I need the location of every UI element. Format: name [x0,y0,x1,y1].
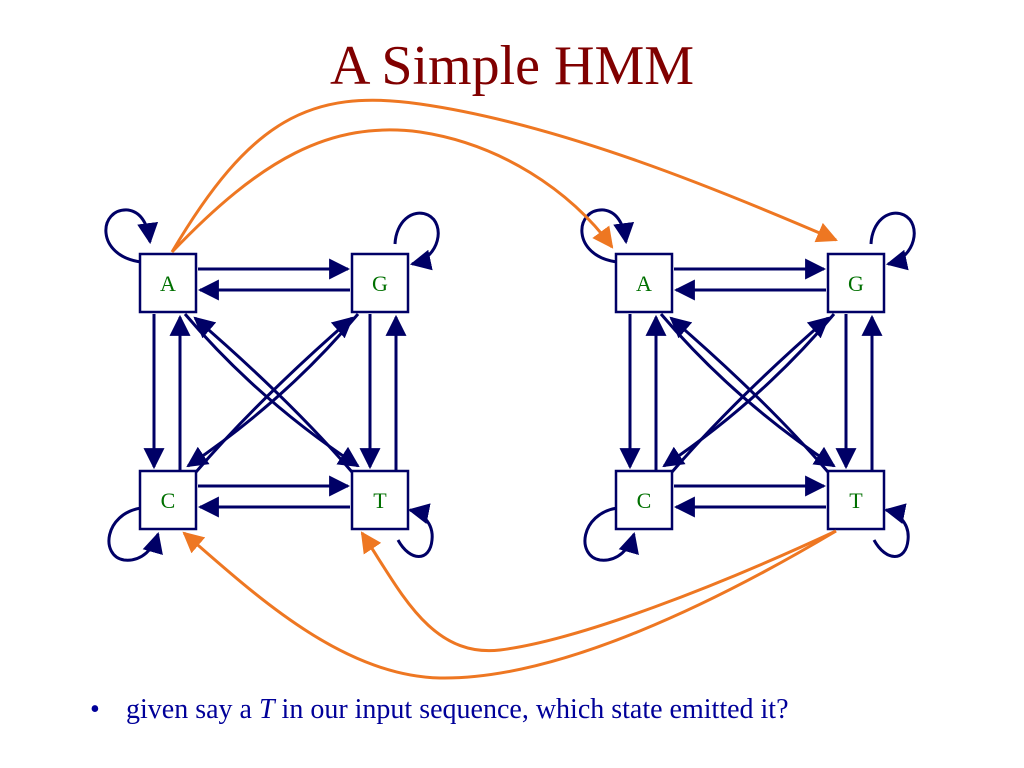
cross-edge-left-A-to-right-A [170,128,614,254]
node-label: C [637,488,652,513]
cross-edge-right-T-to-left-T [360,529,837,653]
node-left-G: G [350,252,410,314]
loop-right-T [872,503,910,558]
bullet-item: • given say a T in our input sequence, wh… [90,692,990,728]
node-label: C [161,488,176,513]
node-left-A: A [138,252,198,314]
slide-title: A Simple HMM [329,35,695,97]
loop-left-G [393,211,440,271]
node-left-T: T [350,469,410,531]
node-label: A [636,271,652,296]
bullet-text-before: given say a [126,694,259,725]
cross-edge-right-T-to-left-C [182,529,837,680]
loop-left-T [396,503,434,558]
node-label: T [373,488,387,513]
bullet-text-italic: T [258,694,275,725]
loop-left-A [104,208,159,264]
node-label: G [372,271,388,296]
node-left-C: C [138,469,198,531]
cross-model-edges [170,98,838,680]
loop-left-C [107,506,163,562]
model-right: A G C T [580,208,916,562]
edge-right-C-to-G [670,316,830,473]
node-right-A: A [614,252,674,314]
edge-left-C-to-G [194,316,354,473]
edge-right-T-to-A [669,316,830,473]
node-right-T: T [826,469,886,531]
edge-left-T-to-A [193,316,354,473]
loop-right-C [583,506,639,562]
loop-right-A [580,208,635,264]
model-left: A G C T [104,208,440,562]
bullet-text-after: in our input sequence, which state emitt… [274,694,789,725]
bullet-marker: • [90,694,100,725]
cross-edge-left-A-to-right-G [170,98,838,253]
node-label: T [849,488,863,513]
node-label: A [160,271,176,296]
node-label: G [848,271,864,296]
loop-right-G [869,211,916,271]
node-right-C: C [614,469,674,531]
node-right-G: G [826,252,886,314]
